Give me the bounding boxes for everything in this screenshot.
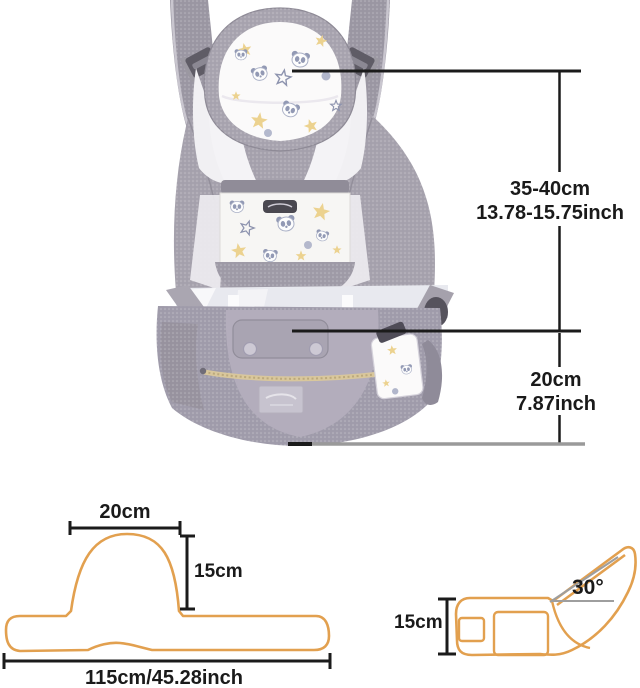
seat-flap bbox=[232, 319, 329, 359]
belt-height-label: 15cm bbox=[194, 561, 243, 582]
back-height-cm: 35-40cm bbox=[509, 178, 591, 200]
back-height-label: 35-40cm 13.78-15.75inch bbox=[456, 178, 640, 225]
waist-belt-outline bbox=[2, 521, 332, 669]
seat-depth-cm: 20cm bbox=[530, 369, 582, 391]
snap-button-left bbox=[242, 341, 258, 357]
hood-panel bbox=[218, 22, 342, 141]
back-height-inch: 13.78-15.75inch bbox=[476, 201, 624, 224]
front-pocket bbox=[215, 180, 355, 301]
seat-dimension-marks bbox=[438, 597, 456, 656]
snap-button-right bbox=[308, 341, 324, 357]
hip-seat bbox=[156, 306, 443, 446]
belt-top-width-label: 20cm bbox=[99, 501, 151, 523]
right-loop bbox=[422, 340, 443, 405]
pocket-pattern bbox=[229, 200, 342, 263]
dimension-lines-carrier bbox=[288, 69, 585, 446]
carrier-photo bbox=[156, 0, 454, 446]
belt-total-length-label: 115cm/45.28inch bbox=[85, 667, 243, 688]
hood-pattern bbox=[231, 33, 342, 137]
seat-side-outline bbox=[438, 545, 637, 657]
left-pocket bbox=[160, 322, 204, 410]
brand-label bbox=[263, 200, 297, 213]
seat-depth-label: 20cm 7.87inch bbox=[486, 369, 626, 416]
side-pocket bbox=[370, 333, 424, 400]
angle-hypotenuse bbox=[549, 556, 619, 603]
angle-guide-lines bbox=[549, 556, 619, 603]
seat-angle-label: 30° bbox=[572, 576, 604, 599]
hood bbox=[203, 7, 357, 152]
zipper-pull-icon bbox=[199, 367, 207, 375]
seat-depth-inch: 7.87inch bbox=[515, 392, 597, 415]
seat-height-label: 15cm bbox=[394, 612, 443, 633]
belt-dimension-marks bbox=[2, 521, 332, 669]
seat-label bbox=[258, 385, 304, 414]
